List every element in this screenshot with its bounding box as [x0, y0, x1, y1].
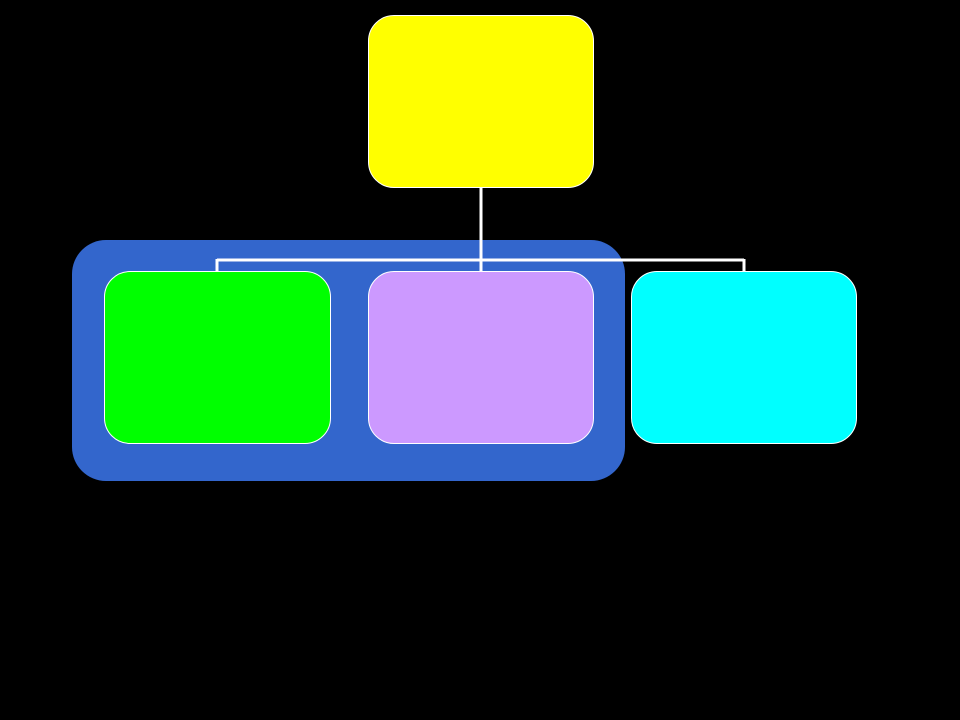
- root-node[interactable]: [368, 15, 594, 188]
- child-node-2[interactable]: [368, 271, 594, 444]
- child-node-3[interactable]: [631, 271, 857, 444]
- child-node-1[interactable]: [104, 271, 331, 444]
